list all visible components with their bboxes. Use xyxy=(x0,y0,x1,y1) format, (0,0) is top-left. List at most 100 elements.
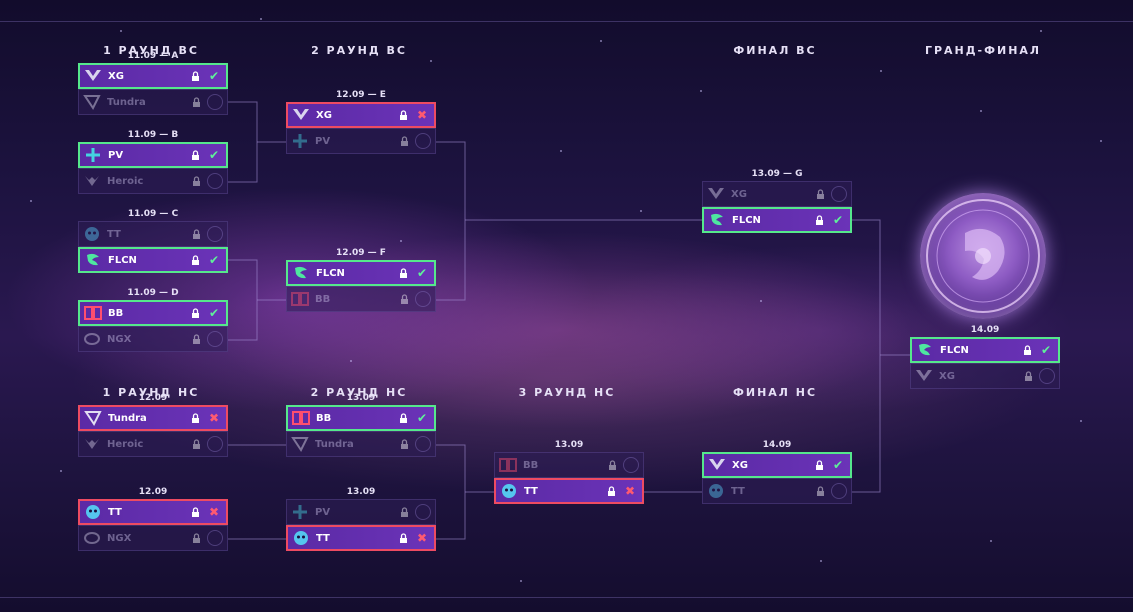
team-row-flcn[interactable]: FLCN✔ xyxy=(78,247,228,273)
team-row-tundra[interactable]: Tundra xyxy=(286,431,436,457)
check-icon[interactable]: ✔ xyxy=(832,213,844,227)
lock-icon xyxy=(399,135,409,147)
team-row-tt[interactable]: TT ✖ xyxy=(494,478,644,504)
xg-logo-icon xyxy=(707,185,725,203)
team-name: Tundra xyxy=(315,438,354,450)
heading-ub-final: ФИНАЛ ВС xyxy=(733,44,817,57)
flcn-logo-icon xyxy=(292,264,310,282)
check-icon[interactable]: ✔ xyxy=(832,458,844,472)
lock-icon xyxy=(191,438,201,450)
team-row-bb[interactable]: BB✔ xyxy=(286,405,436,431)
aegis-trophy-icon xyxy=(920,193,1046,319)
check-icon[interactable]: ✔ xyxy=(1040,343,1052,357)
team-name: BB xyxy=(315,293,331,305)
match-label: 11.09 — A xyxy=(127,51,179,61)
pick-circle[interactable] xyxy=(831,186,847,202)
match-label: 11.09 — B xyxy=(127,130,179,140)
pick-circle[interactable] xyxy=(207,94,223,110)
tt-logo-icon xyxy=(292,529,310,547)
team-row-pv[interactable]: PV ✔ xyxy=(78,142,228,168)
team-name: TT xyxy=(107,228,121,240)
pick-circle[interactable] xyxy=(415,133,431,149)
team-row-tt[interactable]: TT xyxy=(702,478,852,504)
pv-logo-icon xyxy=(84,146,102,164)
check-icon[interactable]: ✔ xyxy=(208,306,220,320)
team-row-ngx[interactable]: NGX xyxy=(78,525,228,551)
team-row-xg[interactable]: XG✖ xyxy=(286,102,436,128)
team-row-pv[interactable]: PV xyxy=(286,128,436,154)
xg-logo-icon xyxy=(915,367,933,385)
background-star xyxy=(350,360,352,362)
team-name: TT xyxy=(524,485,538,497)
pick-circle[interactable] xyxy=(207,530,223,546)
pick-circle[interactable] xyxy=(623,457,639,473)
top-divider xyxy=(0,21,1133,22)
team-row-bb[interactable]: BB✔ xyxy=(78,300,228,326)
pick-circle[interactable] xyxy=(415,504,431,520)
team-row-tt[interactable]: TT xyxy=(78,221,228,247)
check-icon[interactable]: ✔ xyxy=(416,266,428,280)
lock-icon xyxy=(815,188,825,200)
background-star xyxy=(520,580,522,582)
cross-icon[interactable]: ✖ xyxy=(208,411,220,425)
team-row-bb[interactable]: BB xyxy=(494,452,644,478)
pv-logo-icon xyxy=(291,503,309,521)
pick-circle[interactable] xyxy=(207,331,223,347)
match-label: 14.09 xyxy=(762,440,792,450)
lock-icon xyxy=(1023,370,1033,382)
team-name: TT xyxy=(731,485,745,497)
lock-icon xyxy=(190,70,200,82)
pick-circle[interactable] xyxy=(207,173,223,189)
pv-logo-icon xyxy=(291,132,309,150)
team-row-heroic[interactable]: Heroic xyxy=(78,431,228,457)
pick-circle[interactable] xyxy=(1039,368,1055,384)
team-row-pv[interactable]: PV xyxy=(286,499,436,525)
team-row-xg[interactable]: XG✔ xyxy=(78,63,228,89)
team-row-xg[interactable]: XG✔ xyxy=(702,452,852,478)
bb-logo-icon xyxy=(499,456,517,474)
team-row-xg[interactable]: XG xyxy=(702,181,852,207)
team-row-bb[interactable]: BB xyxy=(286,286,436,312)
team-row-flcn[interactable]: FLCN✔ xyxy=(910,337,1060,363)
pick-circle[interactable] xyxy=(831,483,847,499)
team-row-tundra[interactable]: Tundra xyxy=(78,89,228,115)
team-row-flcn[interactable]: FLCN✔ xyxy=(702,207,852,233)
background-star xyxy=(820,560,822,562)
team-row-xg[interactable]: XG xyxy=(910,363,1060,389)
cross-icon[interactable]: ✖ xyxy=(416,108,428,122)
team-row-flcn[interactable]: FLCN✔ xyxy=(286,260,436,286)
cross-icon[interactable]: ✖ xyxy=(416,531,428,545)
match-label: 11.09 — C xyxy=(127,209,179,219)
team-row-ngx[interactable]: NGX xyxy=(78,326,228,352)
check-icon[interactable]: ✔ xyxy=(208,148,220,162)
cross-icon[interactable]: ✖ xyxy=(208,505,220,519)
pick-circle[interactable] xyxy=(207,226,223,242)
background-star xyxy=(60,470,62,472)
lock-icon xyxy=(1022,344,1032,356)
team-row-heroic[interactable]: Heroic xyxy=(78,168,228,194)
background-star xyxy=(430,60,432,62)
team-name: Heroic xyxy=(107,175,144,187)
lock-icon xyxy=(191,532,201,544)
check-icon[interactable]: ✔ xyxy=(208,69,220,83)
lock-icon xyxy=(398,532,408,544)
match-label: 14.09 xyxy=(970,325,1000,335)
team-row-tundra[interactable]: Tundra✖ xyxy=(78,405,228,431)
heading-ub-round2: 2 РАУНД ВС xyxy=(311,44,407,57)
heading-grand-final: ГРАНД-ФИНАЛ xyxy=(924,44,1042,57)
lock-icon xyxy=(399,293,409,305)
heading-lb-final: ФИНАЛ НС xyxy=(732,386,818,399)
pick-circle[interactable] xyxy=(415,291,431,307)
check-icon[interactable]: ✔ xyxy=(416,411,428,425)
team-row-tt[interactable]: TT✖ xyxy=(286,525,436,551)
background-star xyxy=(880,70,882,72)
lock-icon xyxy=(814,214,824,226)
team-name: PV xyxy=(108,149,124,161)
pick-circle[interactable] xyxy=(207,436,223,452)
lock-icon xyxy=(606,485,616,497)
cross-icon[interactable]: ✖ xyxy=(624,484,636,498)
team-row-tt[interactable]: TT✖ xyxy=(78,499,228,525)
team-name: PV xyxy=(315,135,331,147)
pick-circle[interactable] xyxy=(415,436,431,452)
check-icon[interactable]: ✔ xyxy=(208,253,220,267)
